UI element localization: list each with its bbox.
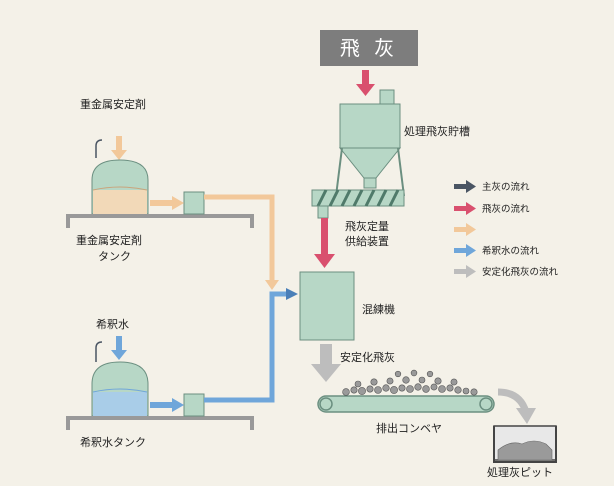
fly-ash-flow-arrow-2 — [314, 218, 335, 268]
legend-label-main-ash: 主灰の流れ — [482, 181, 530, 193]
fly-ash-source-label: 飛 灰 — [340, 36, 398, 60]
heavy-metal-agent-to-pump-arrow — [150, 196, 184, 210]
discharge-conveyor — [317, 369, 495, 413]
heavy-metal-agent-pump — [183, 191, 205, 215]
legend-item-stabilized-ash: 安定化飛灰の流れ — [454, 265, 559, 278]
dilution-water-pump — [183, 393, 205, 417]
heavy-metal-agent-pipe — [204, 194, 275, 280]
heavy-metal-agent-tank — [91, 159, 149, 215]
heavy-metal-tank-label-line1: 重金属安定剤 — [76, 233, 142, 247]
stabilized-ash-label: 安定化飛灰 — [340, 350, 395, 364]
feeder-label-line2: 供給装置 — [345, 234, 389, 248]
fly-ash-flow-arrow-1 — [356, 70, 375, 96]
dilution-water-label: 希釈水 — [96, 317, 129, 331]
dilution-water-pipe — [204, 291, 286, 403]
legend-label-fly-ash: 飛灰の流れ — [482, 203, 530, 215]
fly-ash-source-box: 飛 灰 — [320, 30, 418, 66]
pit-label: 処理灰ピット — [487, 465, 553, 479]
dilution-water-tank — [91, 361, 149, 417]
treated-ash-pit — [493, 425, 557, 463]
legend: 主灰の流れ 飛灰の流れ 希釈水の流れ 安定化飛灰の流れ — [454, 180, 559, 278]
heavy-metal-tank-label-line2: タンク — [98, 250, 131, 263]
legend-item-main-ash: 主灰の流れ — [454, 180, 530, 193]
mixer — [299, 271, 355, 341]
fly-ash-silo — [335, 89, 405, 197]
legend-item-fly-ash: 飛灰の流れ — [454, 202, 530, 215]
fly-ash-silo-label: 処理飛灰貯槽 — [404, 124, 470, 138]
dilution-water-inlet-arrow — [95, 336, 127, 362]
legend-item-dilution-water: 希釈水の流れ — [454, 244, 540, 257]
discharge-arrow — [497, 388, 536, 424]
mixer-label: 混練機 — [362, 302, 395, 316]
dilution-water-to-pump-arrow — [150, 398, 184, 412]
legend-label-stabilized-ash: 安定化飛灰の流れ — [482, 266, 559, 278]
legend-item-agent — [454, 223, 476, 236]
stabilized-ash-arrow — [311, 344, 341, 382]
heavy-metal-agent-pipe-arrowhead — [265, 280, 279, 290]
dilution-water-pipe-arrowhead — [286, 288, 298, 300]
heavy-metal-agent-label: 重金属安定剤 — [80, 97, 146, 111]
dilution-water-base — [66, 416, 254, 430]
heavy-metal-agent-base — [66, 214, 254, 228]
heavy-metal-agent-inlet-arrow — [95, 136, 127, 160]
screw-feeder — [311, 189, 405, 219]
conveyor-label: 排出コンベヤ — [376, 421, 442, 435]
legend-label-dilution-water: 希釈水の流れ — [482, 245, 540, 257]
dilution-tank-label: 希釈水タンク — [80, 435, 146, 449]
feeder-label-line1: 飛灰定量 — [345, 219, 389, 233]
